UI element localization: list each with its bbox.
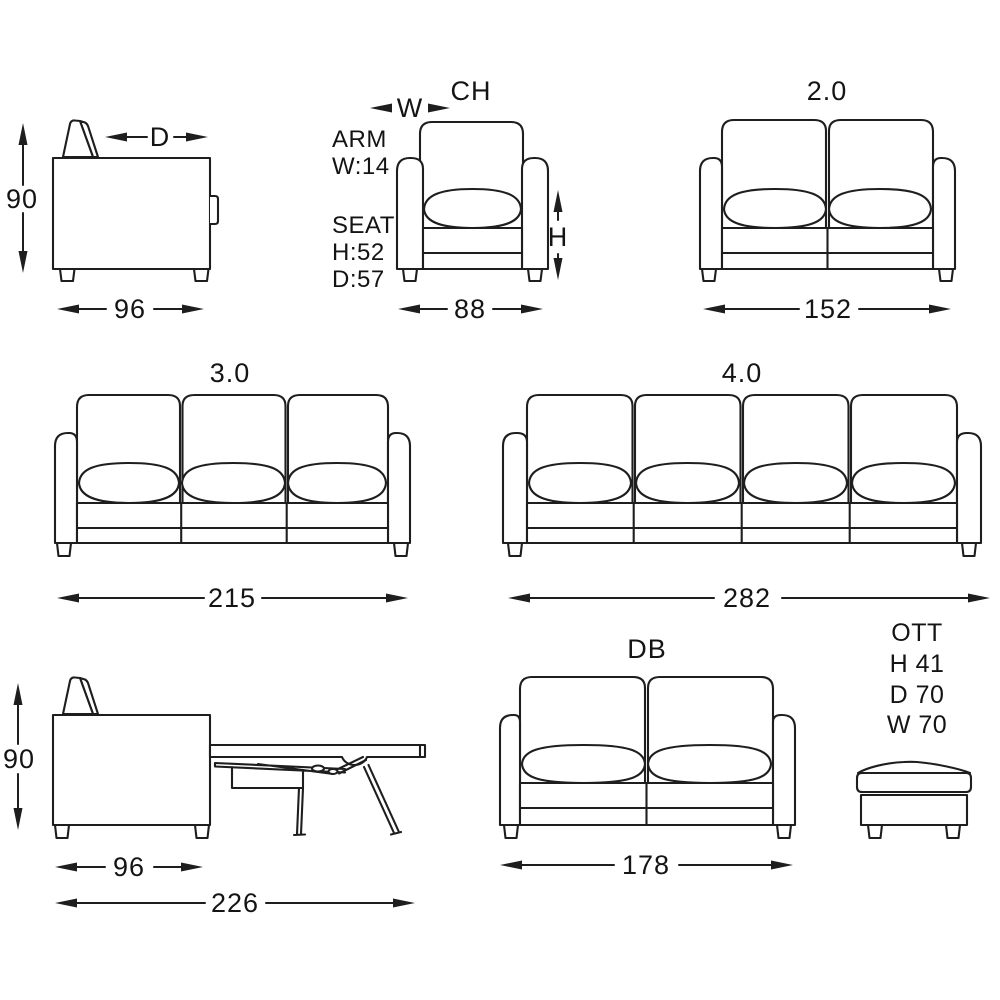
bed-legs	[292, 763, 403, 837]
height-dimension: 90	[6, 123, 38, 273]
sofa-body	[51, 156, 212, 271]
feet	[53, 823, 211, 840]
seat-cushions	[527, 461, 957, 505]
ottoman-width: W 70	[887, 711, 947, 739]
feet	[506, 541, 978, 558]
width-dimension: 152	[703, 294, 951, 324]
width-value: 152	[804, 294, 852, 324]
width-dimension: 282	[508, 583, 990, 613]
arms	[53, 431, 412, 545]
arm-spec-line1: ARM	[332, 126, 387, 153]
side-handle	[208, 194, 220, 226]
back-cushion	[61, 119, 95, 159]
height-value: 90	[3, 744, 35, 774]
seat-spec-line2: H:52	[332, 239, 385, 266]
base-seam	[720, 226, 935, 271]
extended-depth-value: 226	[211, 888, 259, 918]
seat-cushion	[422, 187, 523, 230]
four-seater-title: 4.0	[722, 358, 763, 388]
width-dimension: 215	[57, 583, 408, 613]
bed-mechanism	[213, 743, 422, 790]
ottoman-diagram: OTT H 41 D 70 W 70	[855, 619, 973, 840]
feet	[502, 823, 793, 840]
side-view-diagram: 90 D 96	[6, 119, 220, 324]
width-value: 88	[454, 294, 486, 324]
armchair-title: CH	[451, 76, 492, 106]
four-seater-diagram: 4.0 282	[501, 358, 990, 613]
feet	[55, 541, 410, 558]
three-seater-title: 3.0	[210, 358, 251, 388]
sofa-body	[51, 713, 212, 827]
seat-cushions	[77, 461, 388, 505]
two-seater-diagram: 2.0 152	[698, 76, 957, 324]
height-value: 90	[6, 184, 38, 214]
seat-cushions	[722, 187, 933, 230]
back-cushion-side-face	[78, 676, 100, 716]
width-value: 282	[723, 583, 771, 613]
arm-width-dimension: W	[370, 93, 450, 123]
seat-height-label: H	[548, 222, 569, 252]
arm-width-label: W	[397, 93, 423, 123]
arm-spec-line2: W:14	[332, 153, 390, 180]
seat-spec-line1: SEAT	[332, 212, 395, 239]
bed-frame-bar	[208, 743, 427, 767]
seat-spec-line3: D:57	[332, 266, 385, 293]
pivot-bolt-small	[327, 767, 339, 776]
two-seater-title: 2.0	[807, 76, 848, 106]
back-cushion	[61, 676, 95, 716]
feet	[866, 823, 962, 840]
seat-depth-value: 96	[113, 852, 145, 882]
base	[859, 793, 969, 827]
base-seam	[75, 501, 390, 545]
db-title: DB	[627, 634, 667, 664]
arrowheads	[553, 190, 563, 280]
arrowheads	[370, 103, 450, 113]
depth-dimension: D	[105, 122, 208, 152]
ottoman-depth: D 70	[890, 681, 945, 709]
height-dimension: 90	[3, 683, 35, 830]
sofa-feet	[58, 267, 210, 283]
arms	[501, 431, 983, 545]
width-value: 215	[208, 583, 256, 613]
base-seam	[518, 781, 775, 827]
width-value: 96	[114, 294, 146, 324]
cushion-band	[855, 771, 973, 794]
seat-height-dimension: H	[548, 190, 569, 280]
feet	[700, 267, 955, 283]
back-cushion-side-face	[78, 119, 100, 159]
seat-depth-dimension: 96	[55, 852, 203, 882]
width-value: 178	[622, 850, 670, 880]
extended-depth-dimension: 226	[55, 888, 415, 918]
arms	[698, 156, 957, 271]
ottoman-height: H 41	[890, 650, 945, 678]
ottoman-title: OTT	[891, 619, 943, 647]
width-dimension: 88	[398, 294, 543, 324]
three-seater-diagram: 3.0 215	[53, 358, 412, 613]
feet	[401, 267, 544, 283]
pivot-bolt	[310, 764, 326, 773]
cushion-dome	[856, 760, 972, 775]
arrowheads	[105, 132, 208, 142]
depth-label: D	[150, 122, 171, 152]
width-dimension: 178	[500, 850, 793, 880]
armchair-diagram: CH W ARM W:14 SEAT H:52 D:57 H 88	[332, 76, 569, 324]
seat-cushions	[520, 743, 773, 785]
base	[421, 226, 524, 271]
double-bed-sofa-diagram: DB 178	[498, 634, 797, 880]
arms	[498, 713, 797, 827]
base	[75, 501, 390, 545]
width-dimension: 96	[57, 294, 204, 324]
arms	[395, 156, 550, 271]
base-seam	[525, 501, 959, 545]
sofa-bed-diagram: 90 96 226	[3, 676, 427, 918]
